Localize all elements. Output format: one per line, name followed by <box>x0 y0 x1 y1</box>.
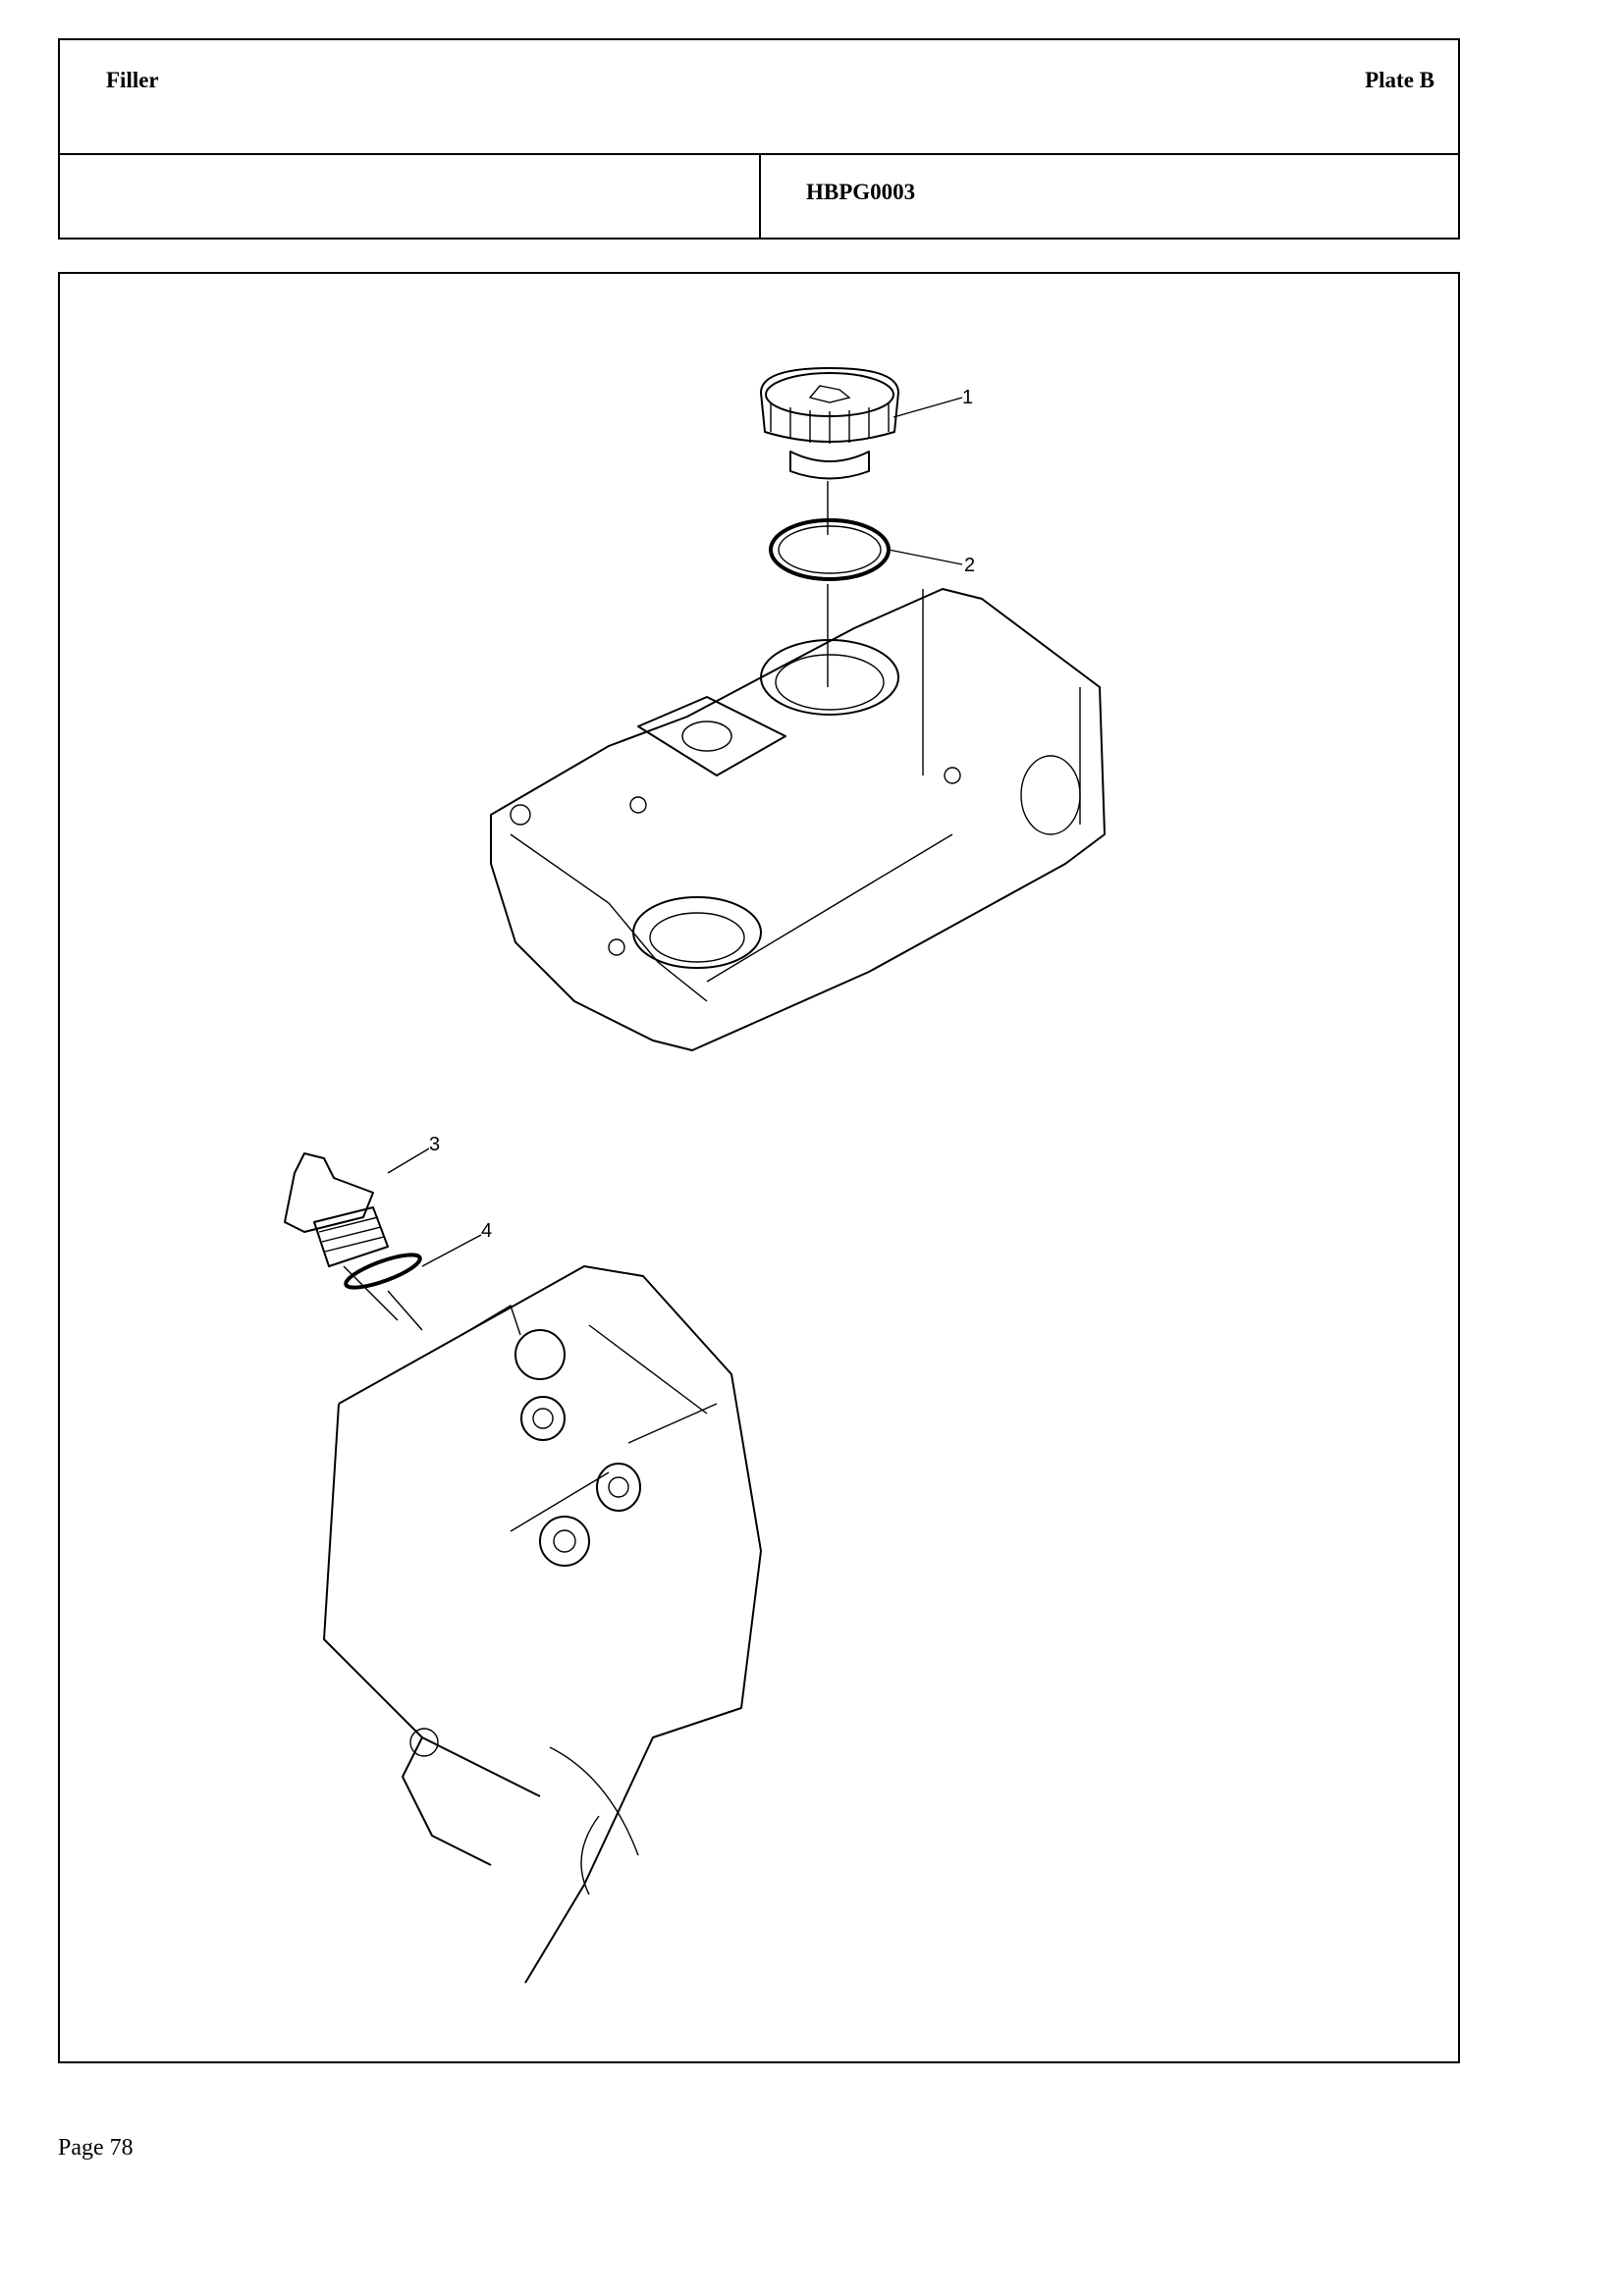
page-number: Page 78 <box>58 2135 134 2161</box>
o-ring-4-drawing <box>344 1253 422 1290</box>
plate-title: Filler <box>106 68 159 92</box>
plate-code: HBPG0003 <box>806 180 916 204</box>
rocker-cover-drawing <box>490 588 1106 1051</box>
illustration-frame <box>58 272 1460 2063</box>
callout-leaders <box>387 397 963 1267</box>
callout-4: 4 <box>481 1220 492 1242</box>
callout-1: 1 <box>962 387 973 408</box>
o-ring-drawing <box>769 518 891 581</box>
callout-2: 2 <box>964 555 975 576</box>
plate-label: Plate B <box>1365 68 1434 92</box>
housing-drawing <box>323 1265 762 1984</box>
filler-plug-drawing <box>284 1152 389 1267</box>
filler-cap-drawing <box>760 367 899 480</box>
callout-3: 3 <box>429 1134 440 1155</box>
header-column-divider <box>759 153 761 238</box>
header-table: Filler Plate B HBPG0003 <box>58 38 1460 240</box>
